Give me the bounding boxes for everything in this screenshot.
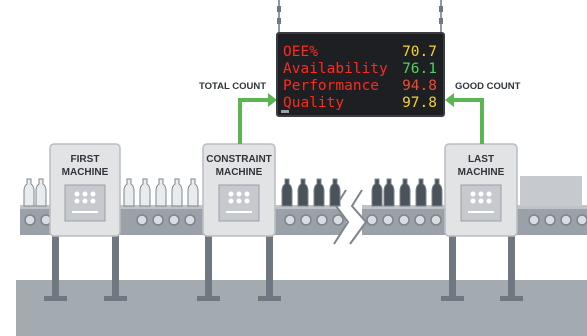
- bottle: [187, 178, 199, 207]
- bottle: [139, 178, 151, 207]
- constraint-machine: CONSTRAINT MACHINE: [202, 143, 276, 237]
- bottles: [23, 178, 443, 207]
- good-count-label: GOOD COUNT: [455, 81, 521, 92]
- factory-floor: [16, 280, 587, 336]
- good-count-arrow: [452, 98, 484, 144]
- bottle: [23, 178, 35, 207]
- package-box: [520, 176, 582, 206]
- constraint-machine-label-line1: CONSTRAINT: [206, 154, 272, 165]
- bottle: [431, 178, 443, 207]
- bottle: [383, 178, 395, 207]
- good-count-arrowhead: [445, 93, 454, 107]
- display-brand-mark: [281, 110, 289, 113]
- bottle: [155, 178, 167, 207]
- first-machine: FIRST MACHINE: [49, 143, 121, 237]
- bottle: [415, 178, 427, 207]
- conveyor-stands: [44, 235, 523, 301]
- bottle: [297, 178, 309, 207]
- total-count-arrow: [238, 98, 270, 144]
- total-count-label: TOTAL COUNT: [199, 81, 266, 92]
- display-label-performance: Performance: [283, 78, 379, 94]
- bottle: [171, 178, 183, 207]
- bottle: [313, 178, 325, 207]
- display-label-availability: Availability: [283, 61, 388, 77]
- bottle: [35, 178, 47, 207]
- last-machine: LAST MACHINE: [444, 143, 518, 237]
- bottle: [123, 178, 135, 207]
- conveyor-break: [333, 189, 368, 245]
- last-machine-label-line2: MACHINE: [458, 167, 505, 178]
- first-machine-label-line1: FIRST: [71, 154, 100, 165]
- bottle: [399, 178, 411, 207]
- bottle: [329, 178, 341, 207]
- display-label-quality: Quality: [283, 95, 344, 111]
- display-value-performance: 94.8: [402, 78, 437, 94]
- bottle: [281, 178, 293, 207]
- chain-links: [277, 6, 443, 24]
- display-value-oee: 70.7: [402, 44, 437, 60]
- display-label-oee: OEE%: [283, 44, 318, 60]
- bottle: [371, 178, 383, 207]
- constraint-machine-label-line2: MACHINE: [216, 167, 263, 178]
- oee-display: OEE% 70.7 Availability 76.1 Performance …: [276, 32, 445, 117]
- display-value-availability: 76.1: [402, 61, 437, 77]
- last-machine-label-line1: LAST: [468, 154, 494, 165]
- display-value-quality: 97.8: [402, 95, 437, 111]
- hanging-chains: [278, 0, 442, 34]
- first-machine-label-line2: MACHINE: [62, 167, 109, 178]
- total-count-arrowhead: [268, 93, 277, 107]
